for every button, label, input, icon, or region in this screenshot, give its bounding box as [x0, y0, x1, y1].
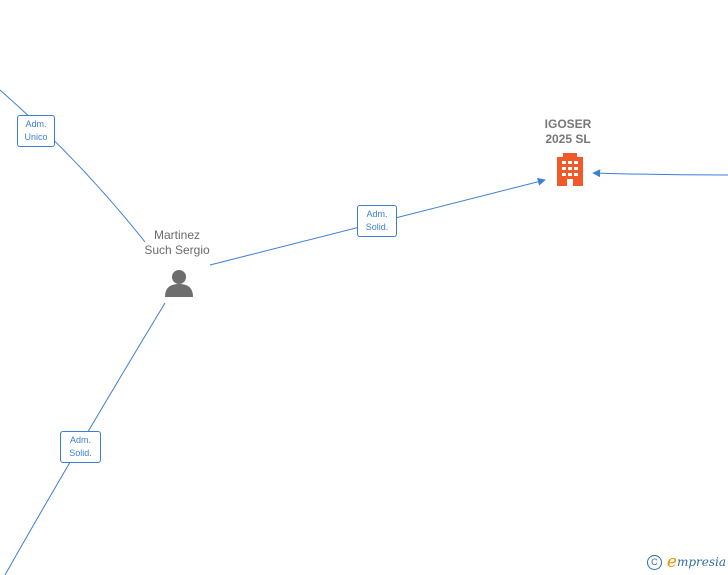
edge-label-adm-solid-lower[interactable]: Adm. Solid. [60, 431, 101, 463]
edge-label-line1: Adm. [69, 435, 91, 445]
person-name-line1: Martinez [153, 228, 200, 242]
copyright-icon: C [646, 554, 662, 570]
edge-incoming-right [592, 169, 728, 178]
person-name-line2: Such Sergio [144, 243, 210, 257]
edge-adm-unico [0, 89, 146, 243]
brand-name: mpresia [676, 555, 726, 569]
footer-brand: C e mpresia [646, 552, 726, 572]
building-icon[interactable] [557, 153, 583, 186]
edge-label-line1: Adm. [366, 209, 388, 219]
person-icon[interactable] [165, 270, 193, 297]
brand-initial: e [666, 552, 677, 572]
person-label[interactable]: Martinez Such Sergio [132, 228, 222, 258]
company-name-line2: 2025 SL [545, 132, 591, 146]
edge-label-line2: Unico [24, 132, 48, 142]
company-name-line1: IGOSER [544, 117, 592, 131]
edge-label-adm-unico[interactable]: Adm. Unico [17, 115, 55, 147]
edge-label-line1: Adm. [25, 119, 47, 129]
edge-label-line2: Solid. [365, 222, 389, 232]
edge-label-line2: Solid. [69, 448, 92, 458]
company-label[interactable]: IGOSER 2025 SL [528, 117, 608, 147]
edge-label-adm-solid-company[interactable]: Adm. Solid. [357, 205, 397, 237]
